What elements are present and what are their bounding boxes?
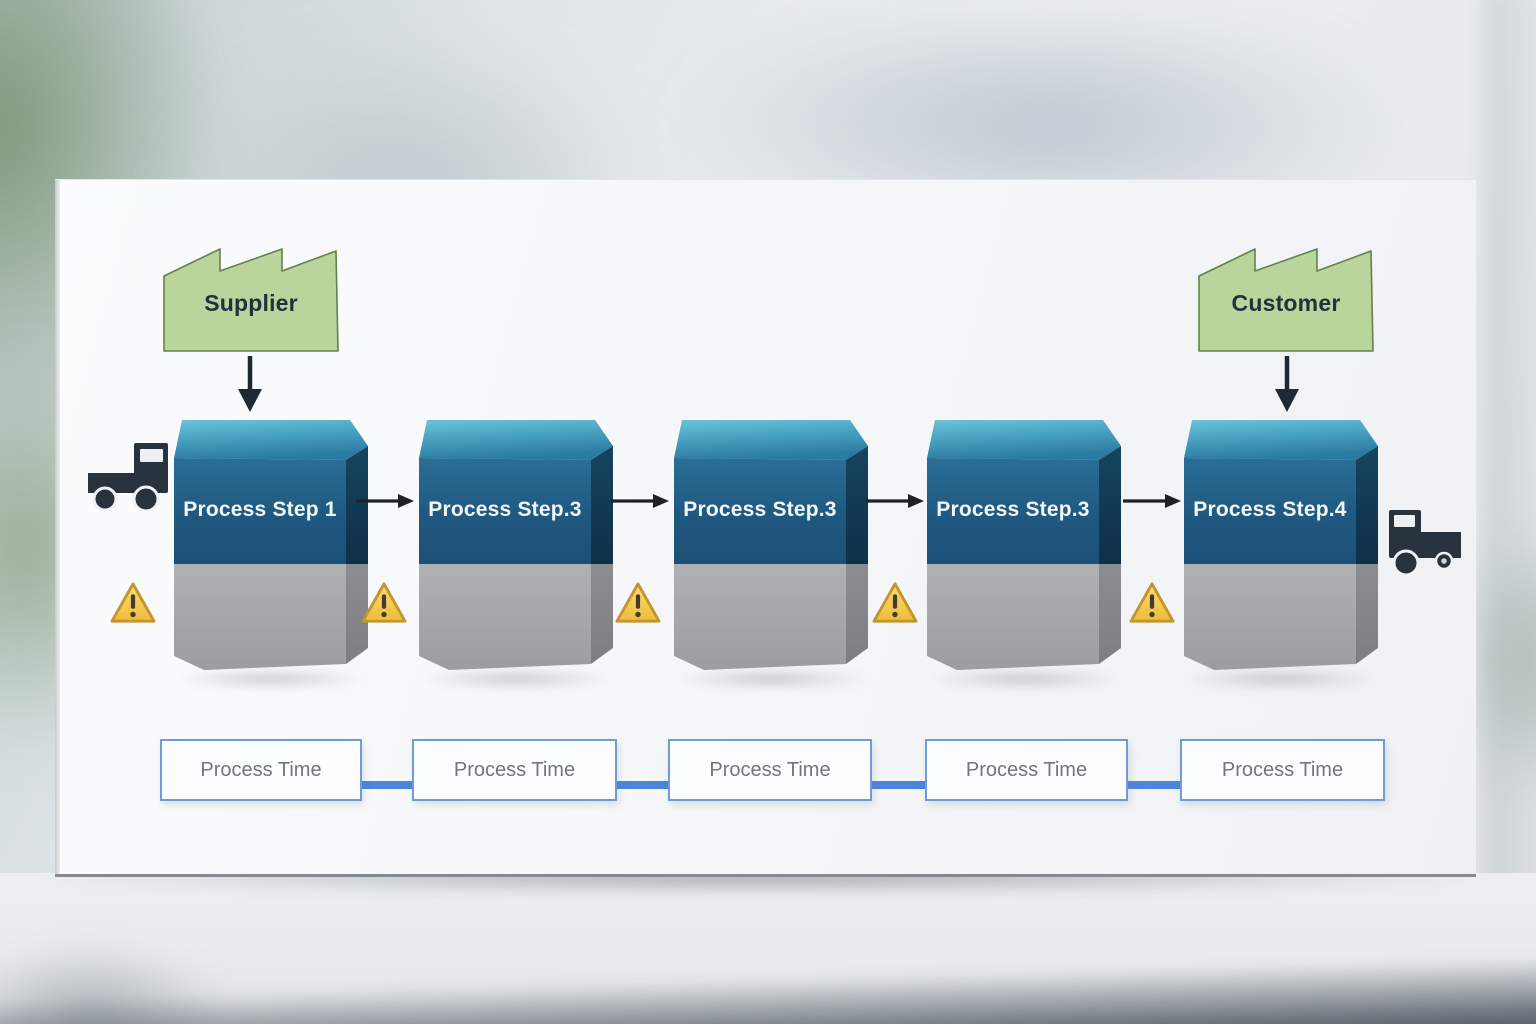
process-step-label: Process Step 1: [183, 498, 337, 521]
flow-arrow-icon: [1123, 494, 1181, 508]
process-box-3d-icon: [174, 420, 368, 670]
process-step-box-4: Process Step.3: [925, 414, 1121, 672]
warning-triangle-icon: [110, 582, 156, 623]
box-shadow: [918, 669, 1130, 689]
box-shadow: [165, 669, 377, 689]
process-time-box-5: Process Time: [1180, 739, 1385, 801]
warning-triangle-icon: [615, 582, 661, 623]
process-step-label: Process Step.4: [1193, 498, 1347, 521]
process-time-box-3: Process Time: [668, 739, 872, 801]
process-time-label: Process Time: [965, 758, 1088, 781]
warning-triangle-icon: [361, 582, 407, 623]
box-shadow: [665, 669, 877, 689]
process-box-3d-icon: [1184, 420, 1378, 670]
timeline-connector: [615, 781, 670, 789]
process-box-3d-icon: [927, 420, 1121, 670]
process-step-label: Process Step.3: [428, 498, 582, 521]
customer-label: Customer: [1231, 290, 1341, 316]
box-shadow: [410, 669, 622, 689]
warning-triangle-icon: [872, 582, 918, 623]
process-step-box-2: Process Step.3: [417, 414, 613, 672]
truck-inbound-icon: [88, 443, 168, 511]
process-step-label: Process Step.3: [936, 498, 1090, 521]
factory-icon: [163, 248, 339, 352]
process-time-label: Process Time: [453, 758, 576, 781]
process-box-3d-icon: [674, 420, 868, 670]
factory-icon: [1198, 248, 1374, 352]
customer-node: Customer: [1198, 246, 1374, 352]
supplier-arrow-down-icon: [238, 356, 262, 412]
flow-arrow-icon: [356, 494, 414, 508]
warning-triangle-icon: [1129, 582, 1175, 623]
timeline-connector: [870, 781, 927, 789]
process-step-label: Process Step.3: [683, 498, 837, 521]
vsm-board: Supplier Customer: [55, 179, 1476, 877]
process-time-box-4: Process Time: [925, 739, 1128, 801]
timeline-connector: [360, 781, 414, 789]
truck-outbound-icon: [1389, 510, 1461, 576]
process-step-box-1: Process Step 1: [172, 414, 368, 672]
supplier-node: Supplier: [163, 246, 339, 352]
timeline-connector: [1126, 781, 1182, 789]
process-time-box-2: Process Time: [412, 739, 617, 801]
supplier-label: Supplier: [204, 290, 298, 316]
box-shadow: [1175, 669, 1387, 689]
flow-arrow-icon: [611, 494, 669, 508]
process-time-label: Process Time: [1221, 758, 1344, 781]
process-time-label: Process Time: [200, 758, 322, 781]
process-step-box-5: Process Step.4: [1182, 414, 1378, 672]
wall-edge-blur: [1484, 0, 1536, 1024]
process-time-label: Process Time: [709, 758, 831, 781]
process-step-box-3: Process Step.3: [672, 414, 868, 672]
flow-arrow-icon: [866, 494, 924, 508]
customer-arrow-down-icon: [1275, 356, 1299, 412]
process-time-box-1: Process Time: [160, 739, 362, 801]
process-box-3d-icon: [419, 420, 613, 670]
